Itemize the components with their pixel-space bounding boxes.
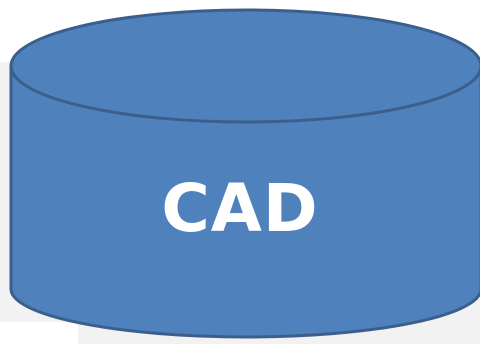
backdrop-corner [0,322,78,344]
cylinder-top [9,8,480,124]
cylinder-label: CAD [161,169,319,247]
cylinder-body [9,64,480,339]
